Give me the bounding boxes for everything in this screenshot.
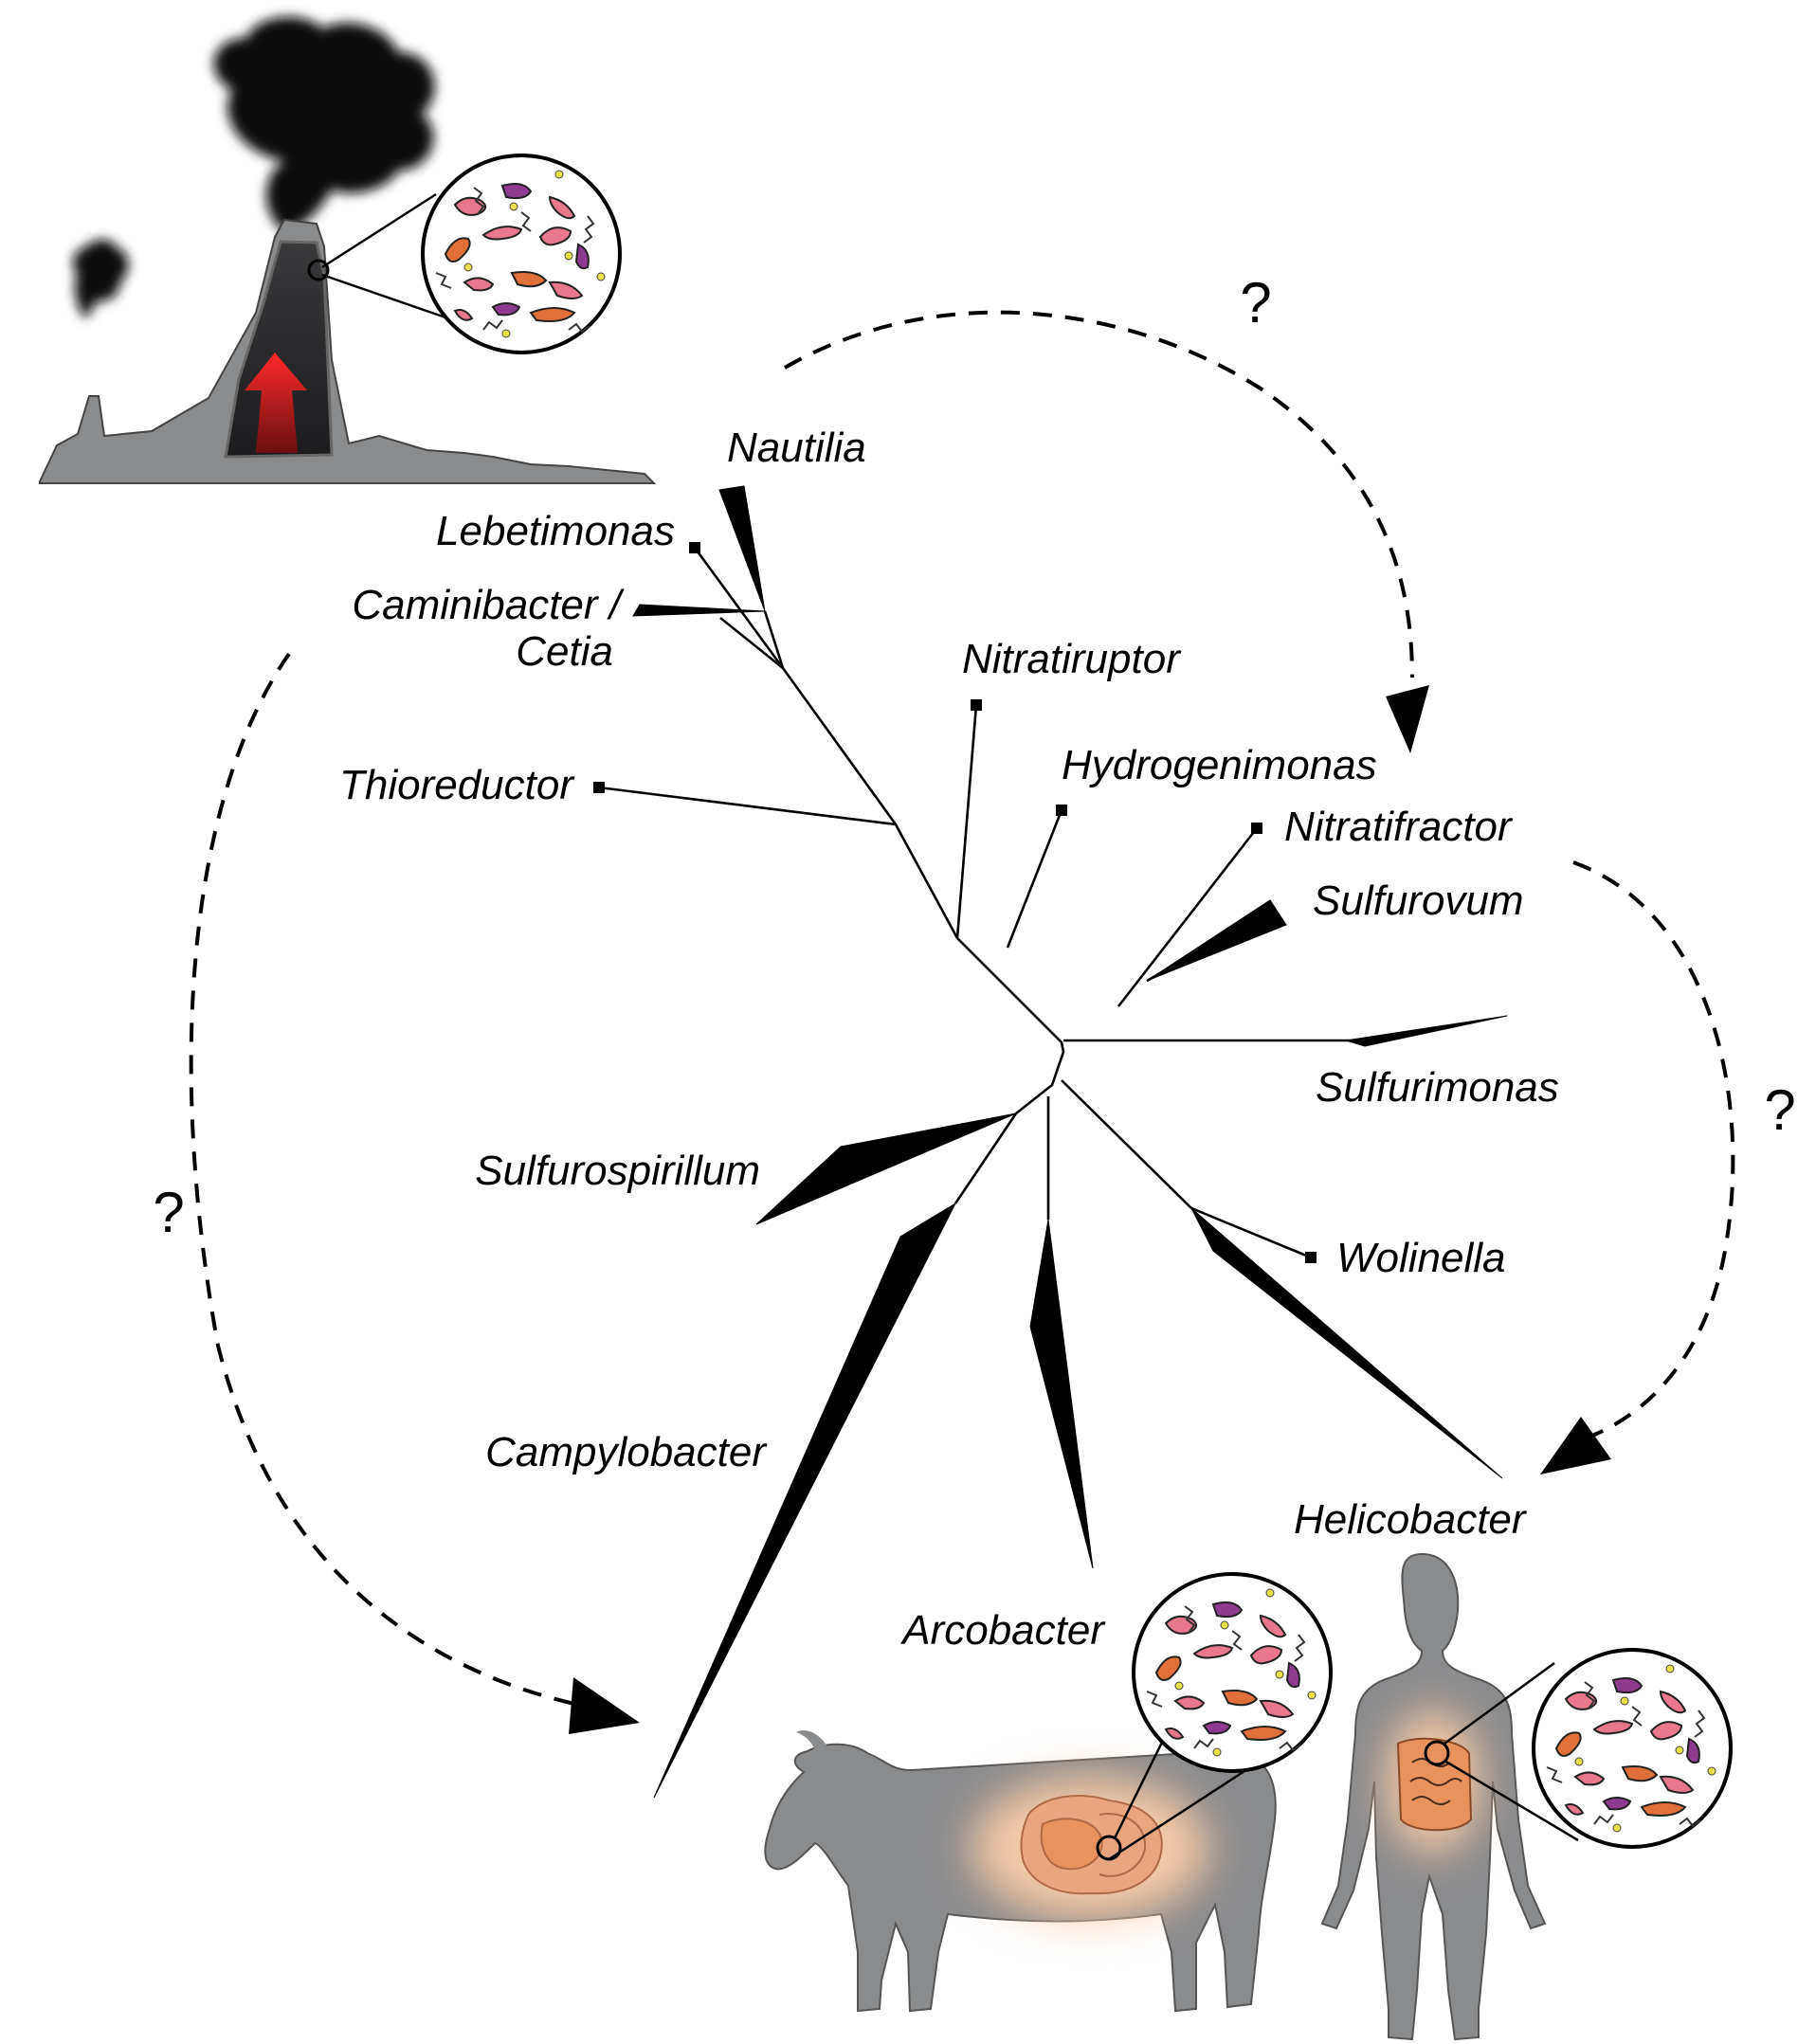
label-arcobacter: Arcobacter: [899, 1607, 1106, 1654]
arrow-top: [783, 310, 1414, 678]
tip-thioreductor: [593, 782, 605, 793]
tip-nitratifractor: [1251, 823, 1262, 834]
arrow-right-head: [1540, 1417, 1611, 1474]
phylogenetic-tree: Nautilia Lebetimonas Caminibacter / Ceti…: [339, 425, 1559, 1799]
cow-silhouette-icon: [764, 1572, 1333, 2013]
label-caminibacter-1: Caminibacter /: [352, 582, 624, 628]
clade-nautilia: [718, 485, 766, 612]
clade-arcobacter: [1029, 1219, 1094, 1569]
vent-chimney-core: [224, 240, 334, 459]
vent-ground: [39, 218, 657, 484]
label-sulfurovum: Sulfurovum: [1313, 877, 1524, 924]
clade-sulfurospirillum: [755, 1112, 1017, 1225]
label-nautilia: Nautilia: [727, 425, 866, 471]
transition-arrows: ? ? ?: [153, 271, 1796, 1734]
tip-wolinella: [1305, 1252, 1317, 1263]
qmark-left: ?: [153, 1181, 184, 1244]
arrow-left-head: [569, 1677, 640, 1734]
qmark-right: ?: [1764, 1078, 1795, 1142]
vent-heat-arrow: [245, 353, 307, 453]
tip-nitratiruptor: [971, 699, 982, 711]
arrow-top-head: [1386, 685, 1429, 753]
clade-campylobacter: [653, 1202, 957, 1799]
label-sulfurimonas: Sulfurimonas: [1316, 1064, 1559, 1111]
arrow-right: [1572, 860, 1735, 1438]
tree-backbone: [781, 667, 1065, 1115]
tip-lebetimonas: [689, 542, 700, 553]
label-helicobacter: Helicobacter: [1294, 1496, 1528, 1543]
qmark-top: ?: [1240, 271, 1271, 335]
clade-caminibacter: [632, 604, 766, 617]
label-nitratifractor: Nitratifractor: [1284, 804, 1514, 850]
label-wolinella: Wolinella: [1336, 1235, 1506, 1281]
label-caminibacter-2: Cetia: [516, 628, 613, 675]
tip-hydrogenimonas: [1056, 805, 1067, 816]
hydrothermal-vent-icon: [39, 16, 657, 484]
label-campylobacter: Campylobacter: [485, 1429, 768, 1475]
vent-microbe-lens: [421, 154, 622, 354]
smoke-plume: [73, 16, 435, 317]
clade-sulfurovum: [1146, 899, 1287, 982]
label-thioreductor: Thioreductor: [339, 762, 575, 808]
arrow-left: [189, 652, 584, 1708]
human-silhouette-icon: [1320, 1552, 1733, 2041]
clade-helicobacter: [1190, 1207, 1503, 1479]
label-nitratiruptor: Nitratiruptor: [962, 636, 1182, 682]
cow-microbe-lens: [1132, 1572, 1333, 1773]
clade-sulfurimonas: [1345, 1015, 1508, 1047]
human-microbe-lens: [1532, 1648, 1733, 1849]
label-hydrogenimonas: Hydrogenimonas: [1062, 742, 1377, 788]
label-sulfurospirillum: Sulfurospirillum: [475, 1148, 760, 1194]
label-lebetimonas: Lebetimonas: [436, 508, 675, 554]
